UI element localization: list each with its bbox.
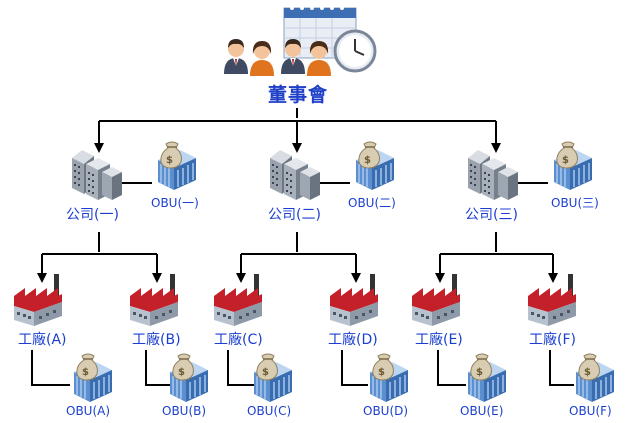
connector-lines bbox=[31, 108, 574, 386]
company-2-obu-money-bank-icon bbox=[355, 141, 395, 191]
company-2-obu-label: OBU(二) bbox=[348, 196, 396, 210]
company-1-office-building-icon bbox=[72, 150, 122, 200]
factory-c-factory-icon bbox=[214, 274, 262, 326]
board-label: 董事會 bbox=[268, 84, 329, 106]
factory-d-obu-label: OBU(D) bbox=[363, 404, 409, 418]
factory-f-obu-money-bank-icon bbox=[575, 353, 615, 403]
company-1-obu-label: OBU(一) bbox=[151, 196, 199, 210]
factory-b-obu-money-bank-icon bbox=[169, 353, 209, 403]
factory-d-obu-money-bank-icon bbox=[369, 353, 409, 403]
factory-a-label: 工廠(A) bbox=[18, 332, 67, 348]
factory-b-obu-label: OBU(B) bbox=[162, 404, 207, 418]
factory-c-obu-label: OBU(C) bbox=[247, 404, 292, 418]
company-3-office-building-icon bbox=[468, 150, 518, 200]
factory-a-obu-label: OBU(A) bbox=[66, 404, 111, 418]
factory-b-label: 工廠(B) bbox=[132, 332, 181, 348]
people-meeting-icon bbox=[224, 6, 377, 76]
company-1-label: 公司(一) bbox=[66, 207, 119, 223]
factory-a-factory-icon bbox=[14, 274, 62, 326]
factory-e-label: 工廠(E) bbox=[415, 332, 463, 348]
company-3-label: 公司(三) bbox=[465, 207, 518, 223]
factory-e-obu-label: OBU(E) bbox=[460, 404, 504, 418]
factory-c-label: 工廠(C) bbox=[214, 332, 263, 348]
factory-c-obu-money-bank-icon bbox=[253, 353, 293, 403]
factory-f-label: 工廠(F) bbox=[529, 332, 576, 348]
company-3-obu-label: OBU(三) bbox=[551, 196, 599, 210]
company-1-obu-money-bank-icon bbox=[157, 141, 197, 191]
factory-f-factory-icon bbox=[528, 274, 576, 326]
factory-b-factory-icon bbox=[130, 274, 178, 326]
factory-d-factory-icon bbox=[330, 274, 378, 326]
company-2-label: 公司(二) bbox=[268, 207, 321, 223]
factory-f-obu-label: OBU(F) bbox=[569, 404, 612, 418]
factory-d-label: 工廠(D) bbox=[328, 332, 378, 348]
factory-e-factory-icon bbox=[412, 274, 460, 326]
company-3-obu-money-bank-icon bbox=[553, 141, 593, 191]
company-2-office-building-icon bbox=[270, 150, 320, 200]
factory-e-obu-money-bank-icon bbox=[467, 353, 507, 403]
factory-a-obu-money-bank-icon bbox=[73, 353, 113, 403]
